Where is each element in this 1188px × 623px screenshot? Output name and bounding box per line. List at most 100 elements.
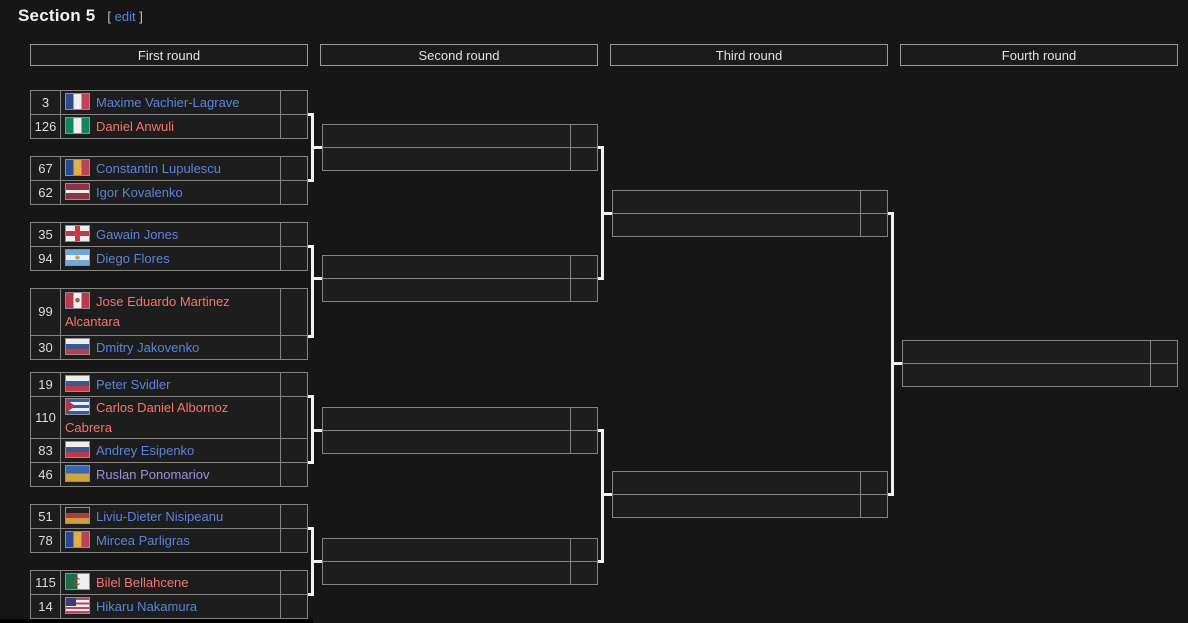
player-cell: Mircea Parligras — [61, 530, 280, 552]
second-round-match-2 — [322, 255, 598, 302]
score-cell — [570, 562, 597, 584]
flag-romania-icon[interactable] — [65, 158, 90, 176]
player-cell-empty — [323, 148, 570, 170]
player-link[interactable]: Peter Svidler — [96, 376, 171, 392]
player-cell: Maxime Vachier-Lagrave — [61, 92, 280, 114]
player-cell-empty — [323, 562, 570, 584]
edit-link[interactable]: edit — [114, 9, 136, 24]
score-cell — [570, 279, 597, 301]
seed: 78 — [31, 529, 61, 552]
score-cell — [280, 505, 307, 528]
score-cell — [280, 463, 307, 486]
flag-russia-icon[interactable] — [65, 440, 90, 458]
next-section-edge — [0, 619, 313, 623]
flag-france-icon[interactable] — [65, 92, 90, 110]
flag-germany-icon[interactable] — [65, 506, 90, 524]
player-link[interactable]: Hikaru Nakamura — [96, 598, 198, 614]
score-cell — [570, 125, 597, 147]
player-link[interactable]: Andrey Esipenko — [96, 442, 195, 458]
seed: 110 — [31, 397, 61, 439]
match-5: 19 Peter Svidler 110 Carlos Daniel Albor… — [30, 372, 308, 440]
player-link[interactable]: Mircea Parligras — [96, 532, 190, 548]
player-cell-empty — [613, 472, 860, 494]
player-row: 35 Gawain Jones — [31, 223, 307, 246]
round-header-second: Second round — [320, 44, 598, 66]
flag-england-icon[interactable] — [65, 224, 90, 242]
player-row: 110 Carlos Daniel Albornoz Cabrera — [31, 396, 307, 439]
player-cell: Carlos Daniel Albornoz Cabrera — [61, 397, 280, 439]
section-heading: Section 5 [ edit ] — [18, 6, 143, 26]
flag-argentina-icon[interactable] — [65, 248, 90, 266]
player-link[interactable]: Gawain Jones — [96, 226, 179, 242]
seed: 115 — [31, 571, 61, 594]
player-cell: Peter Svidler — [61, 374, 280, 396]
match-3: 35 Gawain Jones 94 Diego Flores — [30, 222, 308, 271]
player-cell-empty — [323, 256, 570, 278]
bracket-connector — [601, 429, 604, 563]
round-header-first: First round — [30, 44, 308, 66]
score-cell — [570, 408, 597, 430]
player-row: 126 Daniel Anwuli — [31, 114, 307, 138]
fourth-round-match-1 — [902, 340, 1178, 387]
flag-ukraine-icon[interactable] — [65, 464, 90, 482]
player-link[interactable]: Bilel Bellahcene — [96, 574, 189, 590]
player-link[interactable]: Liviu-Dieter Nisipeanu — [96, 508, 224, 524]
player-cell-empty — [613, 191, 860, 213]
player-link[interactable]: Maxime Vachier-Lagrave — [96, 94, 240, 110]
player-row: 99 Jose Eduardo Martinez Alcantara — [31, 289, 307, 335]
player-cell: Bilel Bellahcene — [61, 572, 280, 594]
score-cell — [860, 214, 887, 236]
flag-romania-icon[interactable] — [65, 530, 90, 548]
seed: 126 — [31, 115, 61, 138]
bracket-connector — [891, 362, 902, 365]
player-row: 14 Hikaru Nakamura — [31, 594, 307, 618]
match-8: 115 Bilel Bellahcene 14 Hikaru Nakamura — [30, 570, 308, 619]
player-link[interactable]: Ruslan Ponomariov — [96, 466, 210, 482]
player-cell: Ruslan Ponomariov — [61, 464, 280, 486]
flag-cuba-icon[interactable] — [65, 398, 90, 415]
score-cell — [280, 373, 307, 396]
bracket-connector — [311, 560, 322, 563]
player-row: 19 Peter Svidler — [31, 373, 307, 396]
player-link[interactable]: Dmitry Jakovenko — [96, 339, 200, 355]
score-cell — [860, 495, 887, 517]
score-cell — [280, 115, 307, 138]
player-cell-empty — [903, 341, 1150, 363]
score-cell — [570, 256, 597, 278]
flag-united-states-icon[interactable] — [65, 596, 90, 614]
score-cell — [1150, 364, 1177, 386]
flag-latvia-icon[interactable] — [65, 182, 90, 200]
seed: 19 — [31, 373, 61, 396]
player-link[interactable]: Carlos Daniel Albornoz Cabrera — [65, 400, 229, 435]
score-cell — [280, 247, 307, 270]
player-link[interactable]: Daniel Anwuli — [96, 118, 175, 134]
seed: 46 — [31, 463, 61, 486]
flag-russia-icon[interactable] — [65, 374, 90, 392]
score-cell — [280, 439, 307, 462]
player-row: 51 Liviu-Dieter Nisipeanu — [31, 505, 307, 528]
player-row: 78 Mircea Parligras — [31, 528, 307, 552]
player-link[interactable]: Igor Kovalenko — [96, 184, 183, 200]
flag-nigeria-icon[interactable] — [65, 116, 90, 134]
player-link[interactable]: Diego Flores — [96, 250, 170, 266]
match-1: 3 Maxime Vachier-Lagrave 126 Daniel Anwu… — [30, 90, 308, 139]
score-cell — [570, 148, 597, 170]
seed: 62 — [31, 181, 61, 204]
flag-russia-icon[interactable] — [65, 337, 90, 355]
player-cell-empty — [323, 125, 570, 147]
round-header-third: Third round — [610, 44, 888, 66]
player-link[interactable]: Constantin Lupulescu — [96, 160, 222, 176]
bracket-connector — [891, 212, 894, 496]
flag-algeria-icon[interactable] — [65, 572, 90, 590]
bracket-connector — [601, 493, 612, 496]
player-cell: Igor Kovalenko — [61, 182, 280, 204]
second-round-match-3 — [322, 407, 598, 454]
player-cell: Constantin Lupulescu — [61, 158, 280, 180]
player-cell-empty — [613, 214, 860, 236]
player-cell: Gawain Jones — [61, 224, 280, 246]
score-cell — [280, 91, 307, 114]
flag-peru-icon[interactable] — [65, 292, 90, 309]
player-link[interactable]: Jose Eduardo Martinez Alcantara — [65, 294, 230, 329]
match-4: 99 Jose Eduardo Martinez Alcantara 30 Dm… — [30, 288, 308, 360]
